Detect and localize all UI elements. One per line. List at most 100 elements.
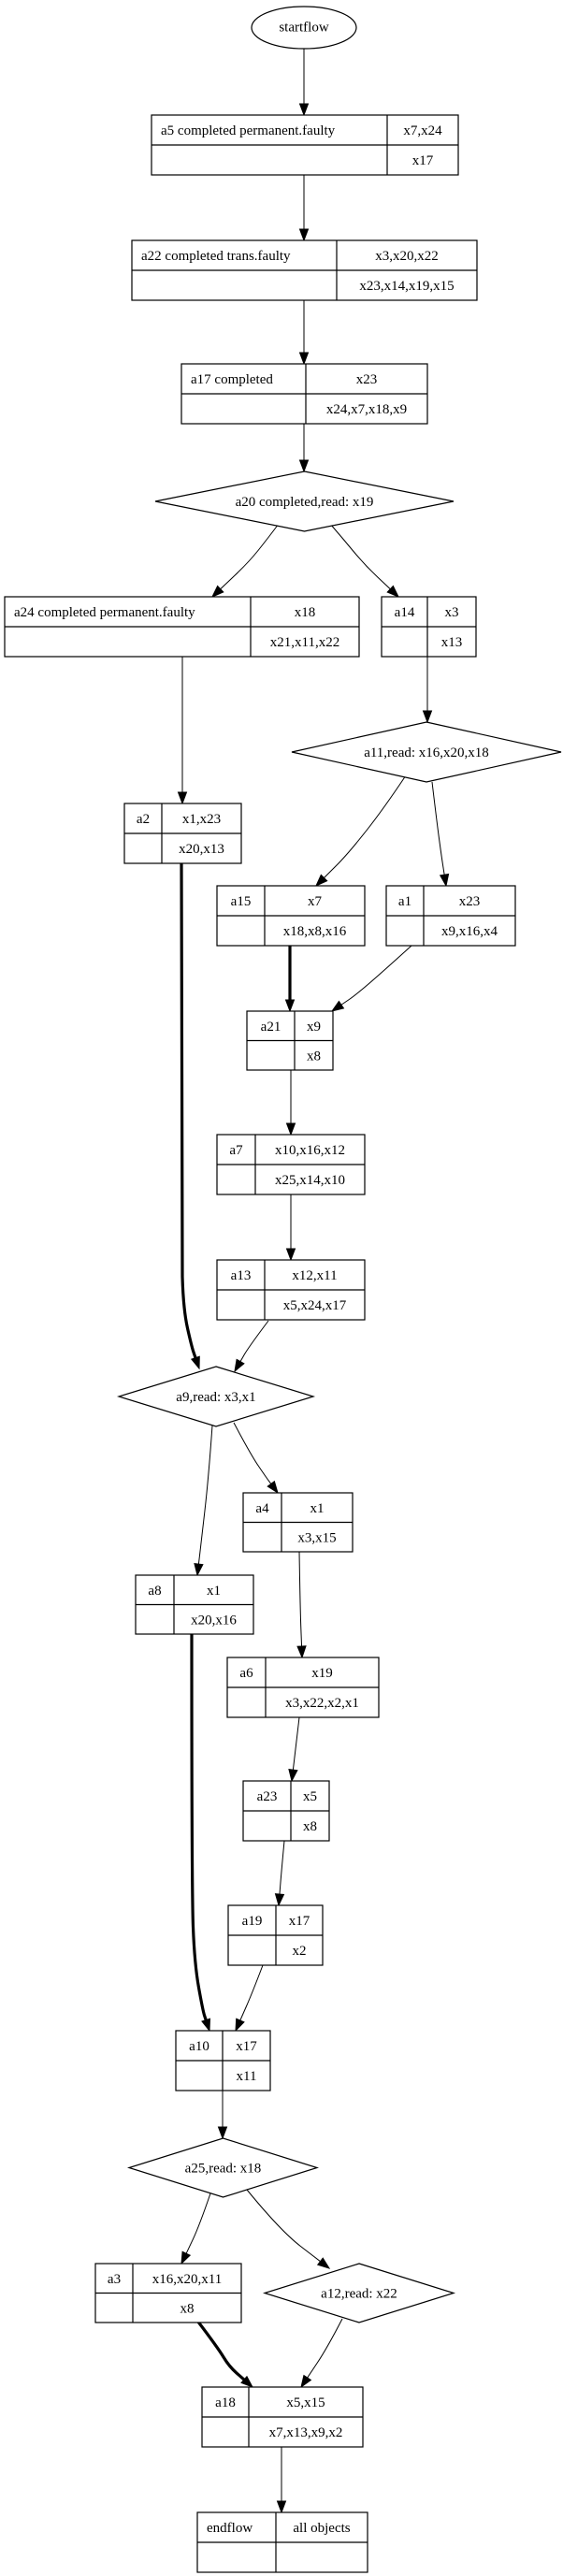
- node-top-values: x12,x11: [292, 1268, 337, 1283]
- arrowhead-icon: [180, 2250, 192, 2265]
- edge-a15-to-a21: [284, 946, 296, 1013]
- edge-a24-to-a2: [177, 657, 188, 805]
- node-top-values: x3,x20,x22: [375, 249, 439, 264]
- arrowhead-icon: [177, 791, 188, 805]
- edge-a11-to-a15: [314, 774, 407, 888]
- node-a12[interactable]: a12,read: x22: [262, 2263, 456, 2323]
- edge-line: [246, 2189, 321, 2263]
- node-label: a3: [108, 2272, 121, 2287]
- arrowhead-icon: [314, 874, 328, 888]
- node-a20[interactable]: a20 completed,read: x19: [154, 470, 455, 532]
- node-bottom-values: x3,x22,x2,x1: [285, 1696, 359, 1711]
- node-bottom-values: x8: [307, 1049, 321, 1064]
- node-label: a6: [239, 1666, 253, 1681]
- node-bottom-values: x23,x14,x19,x15: [359, 279, 454, 294]
- node-label: a8: [148, 1584, 161, 1599]
- diamond-shape: [116, 1366, 316, 1427]
- arrowhead-icon: [285, 1122, 296, 1136]
- edge-a1-to-a21: [330, 945, 412, 1012]
- node-label: a2: [137, 812, 150, 827]
- edge-a8-to-a10: [190, 1633, 211, 2033]
- edge-a10-to-a25: [217, 2091, 228, 2140]
- node-top-values: x1: [207, 1584, 221, 1599]
- node-bottom-values: x21,x11,x22: [270, 635, 339, 650]
- arrowhead-icon: [422, 710, 433, 724]
- node-bottom-values: x24,x7,x18,x9: [326, 402, 407, 417]
- node-top-values: x5,x15: [286, 2395, 325, 2410]
- node-top-values: x3: [445, 605, 459, 620]
- edge-a22-to-a17: [298, 300, 310, 366]
- node-label: a20 completed,read: x19: [236, 495, 374, 510]
- edge-line: [324, 774, 407, 878]
- edge-a18-to-endflow: [276, 2447, 287, 2514]
- arrowhead-icon: [276, 2500, 287, 2514]
- arrowhead-icon: [240, 2375, 254, 2388]
- node-label: a7: [229, 1143, 243, 1158]
- ellipse-shape: [251, 6, 357, 50]
- edge-line: [180, 862, 197, 1359]
- arrowhead-icon: [298, 459, 310, 473]
- node-bottom-values: x20,x13: [179, 842, 224, 857]
- node-label: a12,read: x22: [321, 2287, 397, 2302]
- arrowhead-icon: [316, 2257, 331, 2269]
- edge-a7-to-a13: [285, 1194, 296, 1262]
- edge-a12-to-a18: [300, 2318, 343, 2389]
- edge-a11-to-a1: [431, 781, 450, 888]
- node-label: a25,read: x18: [185, 2162, 262, 2177]
- node-label: a13: [231, 1268, 252, 1283]
- node-startflow[interactable]: startflow: [251, 6, 357, 50]
- edge-a19-to-a10: [235, 1964, 264, 2033]
- edge-line: [220, 523, 280, 590]
- edge-a9-to-a4: [233, 1422, 279, 1495]
- node-top-values: x7,x24: [403, 123, 442, 138]
- arrowhead-icon: [296, 1645, 307, 1659]
- arrowhead-icon: [267, 1480, 279, 1495]
- edge-line: [340, 945, 412, 1006]
- arrowhead-icon: [284, 999, 296, 1013]
- node-top-values: x10,x16,x12: [275, 1143, 345, 1158]
- node-label: a11,read: x16,x20,x18: [364, 745, 489, 760]
- edge-line: [239, 1964, 264, 2021]
- edge-a20-to-a24: [210, 523, 280, 598]
- node-bottom-values: x8: [303, 1819, 317, 1834]
- edge-a4-to-a6: [296, 1551, 307, 1659]
- arrowhead-icon: [298, 352, 310, 366]
- node-top-values: x9: [307, 1020, 321, 1035]
- arrowhead-icon: [386, 585, 400, 598]
- edge-a20-to-a14: [329, 523, 400, 598]
- edge-a21-to-a7: [285, 1070, 296, 1136]
- node-bottom-values: x17: [412, 153, 434, 168]
- edge-line: [292, 1716, 300, 1771]
- node-a25[interactable]: a25,read: x18: [126, 2137, 320, 2198]
- node-top-values: x7: [308, 894, 323, 909]
- arrowhead-icon: [300, 2374, 312, 2389]
- edge-line: [298, 1551, 303, 1647]
- node-a9[interactable]: a9,read: x3,x1: [116, 1366, 316, 1427]
- edge-line: [279, 1840, 285, 1895]
- diamond-shape: [154, 470, 455, 532]
- node-a11[interactable]: a11,read: x16,x20,x18: [291, 721, 562, 783]
- node-top-values: all objects: [293, 2521, 350, 2536]
- node-top-values: x16,x20,x11: [152, 2272, 222, 2287]
- node-top-values: x17: [236, 2039, 257, 2054]
